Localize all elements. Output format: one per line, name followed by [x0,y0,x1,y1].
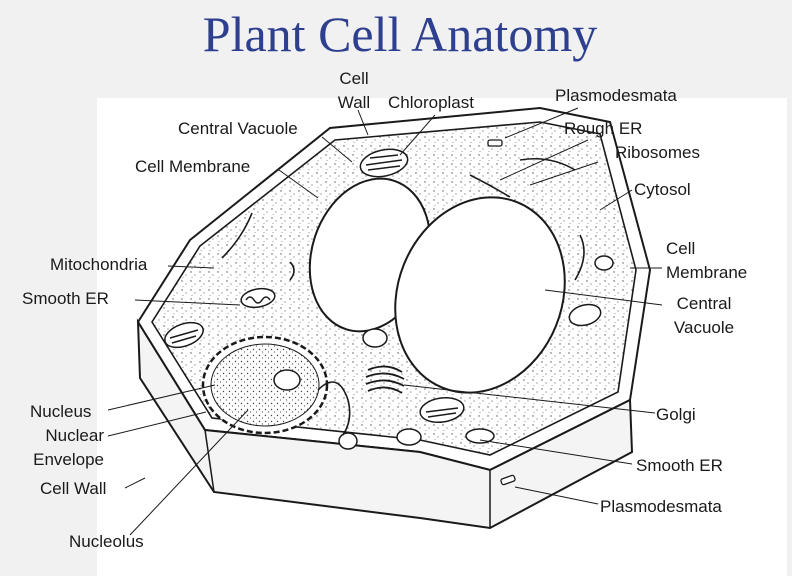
central-vacuole-right-shape [394,196,566,394]
nucleolus-shape [273,369,301,391]
label-rough-er-ribosomes: Rough ER Ribosomes [560,117,700,165]
label-text: Membrane [666,263,748,282]
label-cell-wall-bottom: Cell Wall [40,479,107,498]
label-plasmodesmata-bottom: Plasmodesmata [600,497,722,516]
label-nuclear-envelope: Nuclear Envelope [14,424,104,472]
label-mitochondria: Mitochondria [50,255,148,274]
label-smooth-er-left: Smooth ER [22,289,109,308]
label-leader-lines [107,107,663,536]
label-text: Cell [339,69,369,88]
label-text: Nuclear [45,426,104,445]
label-central-vacuole-left: Central Vacuole [178,119,298,138]
label-text: Ribosomes [614,143,700,162]
page-title: Plant Cell Anatomy [202,6,598,62]
chloroplast-shape [359,148,409,178]
label-chloroplast: Chloroplast [388,93,474,112]
label-central-vacuole-right: Central Vacuole [664,292,744,340]
label-text: Central [676,294,732,313]
label-text: Envelope [33,450,104,469]
label-text: Vacuole [673,318,735,337]
mitochondria-shape [240,287,495,450]
label-text: Cell [666,239,696,258]
label-cell-membrane-left: Cell Membrane [135,157,251,176]
nucleus-shape [210,343,320,427]
label-text: Rough ER [564,119,643,138]
label-nucleus: Nucleus [30,402,92,421]
label-text: Wall [337,93,371,112]
label-cell-membrane-right: Cell Membrane [666,237,747,285]
golgi-shape [365,365,405,394]
label-plasmodesmata-top: Plasmodesmata [555,86,677,105]
label-golgi: Golgi [656,405,696,424]
label-smooth-er-right: Smooth ER [636,456,723,475]
label-cytosol: Cytosol [634,180,691,199]
label-nucleolus: Nucleolus [69,532,144,551]
label-cell-wall-top: Cell Wall [330,67,378,115]
endoplasmic-reticulum-shape [221,157,585,436]
